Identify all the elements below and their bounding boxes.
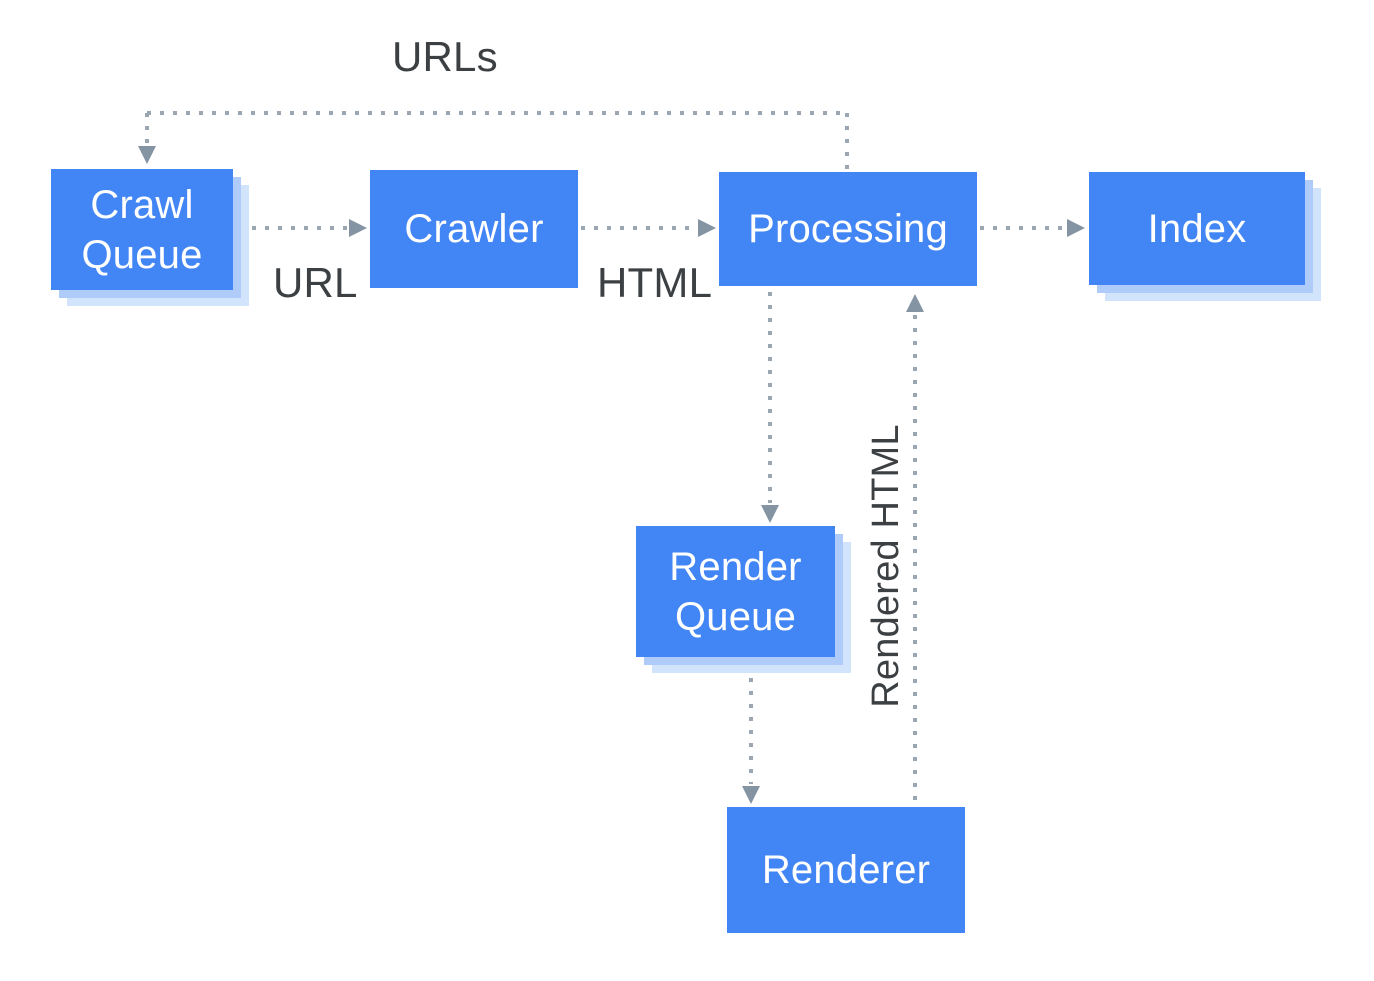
edge-label-rendered-html: Rendered HTML — [865, 424, 907, 708]
edge-processing-crawlqueue-line-vertical-right — [845, 113, 849, 172]
node-processing-label: Processing — [748, 207, 948, 251]
arrowhead-right-icon — [349, 219, 367, 237]
edge-processing-crawlqueue-line-vertical-left — [145, 113, 149, 147]
node-crawl-queue: Crawl Queue — [51, 169, 233, 290]
edge-processing-index-line — [980, 226, 1067, 230]
arrowhead-up-icon — [906, 294, 924, 312]
arrowhead-down-icon — [742, 786, 760, 804]
node-renderer-label: Renderer — [761, 848, 931, 892]
arrowhead-right-icon — [698, 219, 716, 237]
edge-label-urls: URLs — [392, 33, 498, 80]
node-index-label: Index — [1147, 206, 1247, 251]
edge-renderqueue-renderer-line — [749, 678, 753, 784]
edge-label-html: HTML — [597, 259, 713, 306]
edge-processing-crawlqueue-line-horizontal — [147, 111, 849, 115]
edge-label-url: URL — [273, 259, 358, 306]
edge-renderer-processing-line — [913, 315, 917, 807]
node-crawler: Crawler — [370, 170, 578, 288]
node-processing: Processing — [719, 172, 977, 286]
arrowhead-right-icon — [1067, 219, 1085, 237]
arrowhead-down-icon — [761, 505, 779, 523]
node-render-queue: Render Queue — [636, 526, 835, 657]
arrowhead-down-icon — [138, 146, 156, 164]
node-index: Index — [1089, 172, 1305, 285]
node-crawl-queue-label: Crawl Queue — [81, 182, 203, 277]
edge-crawlqueue-crawler-line — [239, 226, 349, 230]
node-renderer: Renderer — [727, 807, 965, 933]
edge-crawler-processing-line — [581, 226, 698, 230]
node-render-queue-label: Render Queue — [669, 544, 802, 639]
edge-processing-renderqueue-line — [768, 292, 772, 503]
node-crawler-label: Crawler — [404, 207, 544, 251]
